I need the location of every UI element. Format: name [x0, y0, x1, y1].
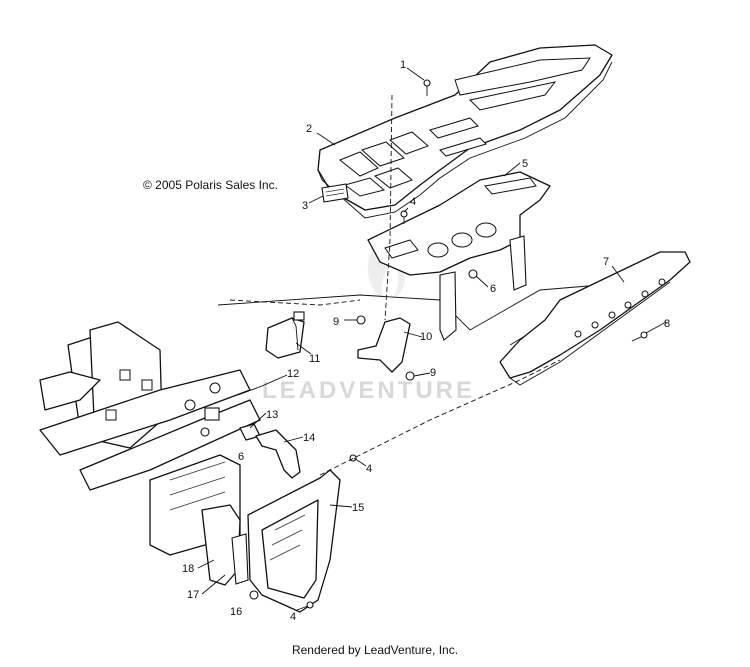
bolt-4-icon: [400, 210, 408, 224]
rear-rack: [317, 44, 613, 219]
watermark: LEADVENTURE: [262, 377, 475, 404]
callout-4: 4: [410, 196, 416, 208]
bolt-1-icon: [423, 79, 431, 96]
leader-lines: [197, 67, 667, 611]
bolt-4b-icon: [349, 454, 357, 462]
callout-5: 5: [522, 158, 528, 170]
copyright-text: © 2005 Polaris Sales Inc.: [143, 178, 278, 192]
callout-1: 1: [400, 59, 406, 71]
mud-flap: [201, 504, 249, 586]
nut-6b-icon: [200, 427, 210, 437]
callout-18: 18: [182, 563, 194, 575]
rear-guard: [247, 469, 341, 613]
callout-16: 16: [230, 606, 242, 618]
callout-13: 13: [266, 409, 278, 421]
nut-9a-icon: [356, 315, 366, 325]
tail-light: [265, 311, 305, 359]
reflector: [321, 183, 349, 203]
callout-6: 6: [490, 283, 496, 295]
bolt-8-icon: [631, 331, 648, 342]
callout-4c: 4: [290, 611, 296, 623]
callout-3: 3: [302, 200, 308, 212]
chassis-frame: [39, 321, 261, 556]
callout-10: 10: [420, 331, 432, 343]
nut-16-icon: [249, 590, 259, 600]
hitch-assembly: [204, 407, 301, 479]
bolt-4c-icon: [306, 601, 314, 609]
light-bracket: [357, 317, 411, 373]
callout-4b: 4: [366, 463, 372, 475]
nut-6-icon: [468, 269, 478, 279]
callout-6b: 6: [238, 451, 244, 463]
callout-14: 14: [303, 432, 315, 444]
callout-7: 7: [603, 256, 609, 268]
callout-9b: 9: [430, 367, 436, 379]
callout-9: 9: [333, 316, 339, 328]
callout-17: 17: [187, 589, 199, 601]
callout-2: 2: [306, 123, 312, 135]
bolt-12-icon: [237, 385, 263, 396]
callout-11: 11: [309, 353, 320, 365]
callout-15: 15: [352, 502, 364, 514]
footer-credit: Rendered by LeadVenture, Inc.: [291, 643, 459, 657]
rack-support: [367, 171, 551, 341]
callout-12: 12: [287, 368, 299, 380]
nut-9b-icon: [405, 371, 415, 381]
rear-bumper: [499, 251, 691, 386]
callout-8: 8: [664, 318, 670, 330]
